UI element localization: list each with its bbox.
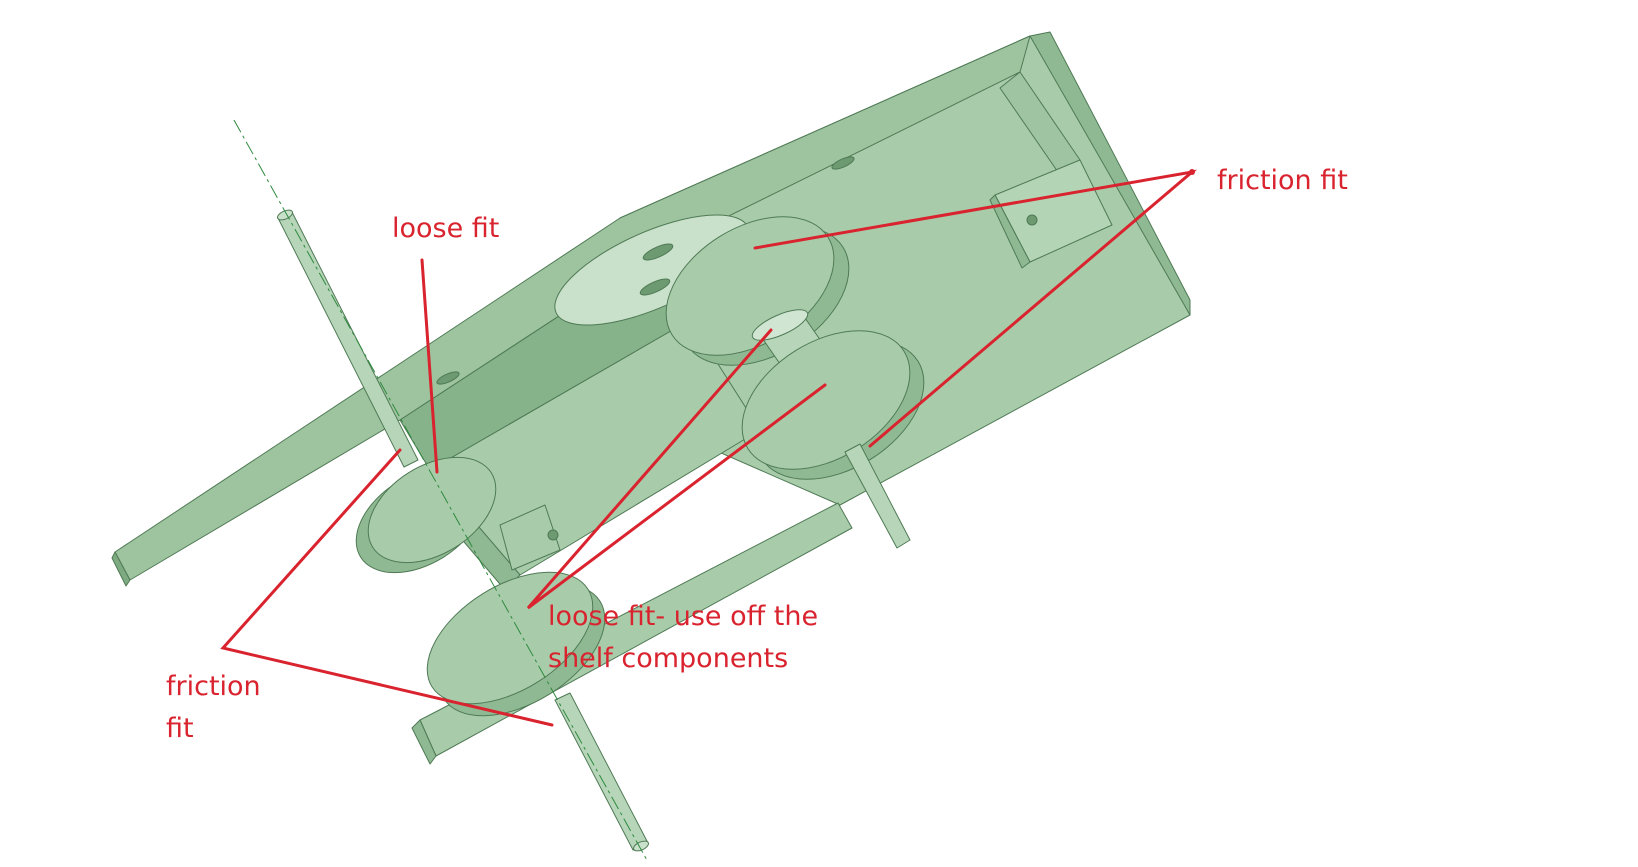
left-lug-face	[367, 456, 497, 564]
bottom-lug-face	[426, 571, 594, 705]
top-plate-front-edge	[111, 551, 131, 587]
top-plate-hole-2	[639, 278, 671, 296]
assembly	[111, 31, 1191, 852]
label-friction-fit-right-line-1: friction fit	[1217, 165, 1348, 196]
label-loose-fit-top-line-1: loose fit	[392, 213, 500, 244]
top-plate-hole-3	[831, 156, 855, 170]
top-plate-hole-4	[436, 371, 460, 385]
label-loose-fit-bottom-line-2: shelf components	[548, 643, 789, 674]
label-friction-fit-right: friction fit	[1217, 160, 1348, 202]
leader-dot-right	[1189, 169, 1195, 175]
top-plate-hole-1	[642, 243, 674, 261]
wall-bracket-hole	[1026, 214, 1038, 226]
axis-line	[233, 119, 649, 863]
middle-shaft-bearing	[751, 309, 809, 341]
label-loose-fit-top: loose fit	[392, 208, 499, 250]
leader-friction-fit-left	[220, 448, 554, 727]
wall-bracket-side	[989, 194, 1031, 269]
leader-loose-fit-bottom	[526, 328, 827, 610]
label-friction-fit-left: friction fit	[166, 666, 261, 750]
lower-left-pin	[554, 692, 649, 851]
label-loose-fit-bottom-line-1: loose fit- use off the	[548, 601, 819, 632]
side-wall-edge	[1029, 31, 1191, 316]
center-bracket-hole	[547, 529, 559, 541]
lower-plate-edge	[411, 719, 437, 765]
right-pin	[844, 443, 911, 549]
label-friction-fit-left-line-1: friction	[166, 671, 261, 702]
leader-loose-fit-top	[420, 258, 439, 474]
center-bracket	[499, 504, 561, 571]
label-friction-fit-left-line-2: fit	[166, 713, 194, 744]
label-loose-fit-bottom: loose fit- use off the shelf components	[548, 596, 818, 680]
